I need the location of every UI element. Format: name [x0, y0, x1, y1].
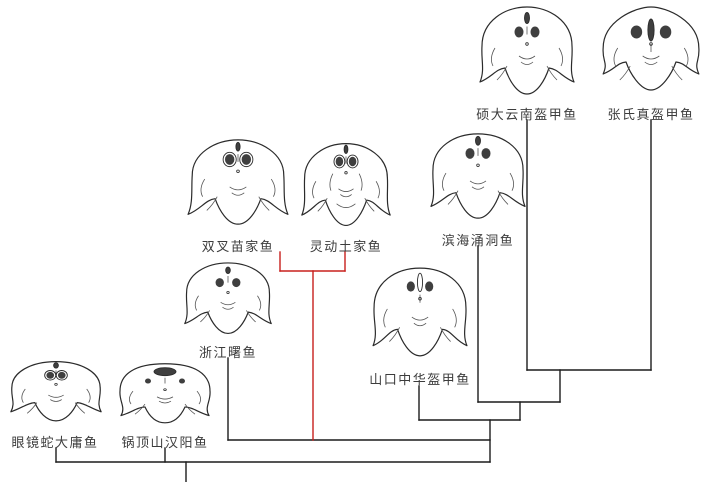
taxon-label-zhenkuijiayu: 张氏真盔甲鱼 — [607, 107, 695, 122]
taxon-label-zhonghuakuijiayu: 山口中华盔甲鱼 — [369, 372, 471, 387]
taxon-label-dayongyu: 眼镜蛇大庸鱼 — [11, 435, 99, 450]
fish-illustration-zhenkuijiayu — [599, 2, 703, 102]
taxon-label-yongdongyu: 滨海涌洞鱼 — [441, 233, 515, 248]
taxon-label-hanyangyu: 锅顶山汉阳鱼 — [121, 435, 209, 450]
fish-illustration-yunnankuijiayu — [477, 2, 577, 102]
fish-illustration-shuyu — [182, 258, 274, 340]
fish-illustration-dayongyu — [8, 354, 104, 430]
taxon-label-shuyu: 浙江曙鱼 — [198, 345, 258, 360]
taxon-label-miaojiayu: 双叉苗家鱼 — [201, 239, 275, 254]
fish-illustration-miaojiayu — [186, 134, 290, 232]
fish-illustration-tujiayu — [299, 138, 393, 232]
taxon-label-yunnankuijiayu: 硕大云南盔甲鱼 — [476, 107, 578, 122]
fish-illustration-yongdongyu — [428, 128, 528, 226]
fish-illustration-hanyangyu — [115, 358, 215, 430]
fish-illustration-zhonghuakuijiayu — [369, 262, 471, 364]
taxon-label-tujiayu: 灵动土家鱼 — [309, 239, 383, 254]
